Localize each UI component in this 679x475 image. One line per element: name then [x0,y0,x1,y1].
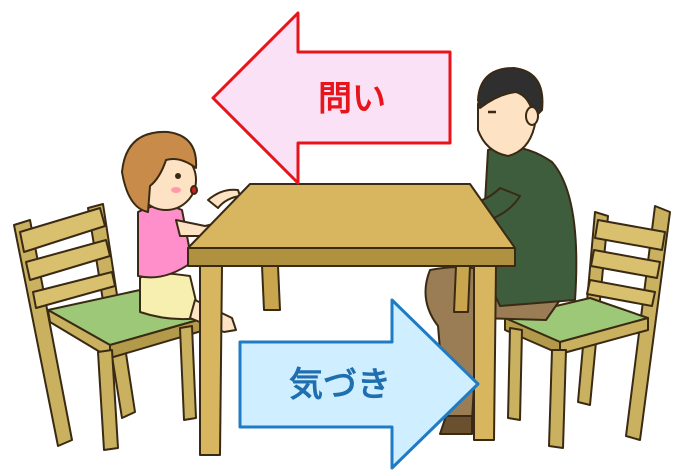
awareness-arrow-shape [238,298,480,470]
right-chair-slat-top [594,219,666,251]
left-chair [13,203,206,451]
right-chair-slat-low [586,279,656,307]
right-chair [504,205,671,449]
man-ear [525,106,539,126]
question-arrow: 問い [211,11,452,185]
left-chair-slat-mid [25,239,111,281]
girl-eye [175,173,181,179]
table-top-edge [187,247,516,267]
girl-hair [121,130,198,213]
left-chair-slat-low [32,271,116,309]
left-chair-slat-top [19,207,106,253]
left-chair-leg-front-left [97,349,119,451]
left-chair-leg-front-right [179,325,197,421]
awareness-arrow: 気づき [238,298,480,470]
right-chair-slat-mid [590,249,661,279]
girl-mouth [190,185,198,195]
question-arrow-shape [211,11,452,185]
girl-shirt [137,204,193,279]
table-leg-front-left [199,265,223,456]
awareness-arrow-label: 気づき [289,365,391,405]
question-arrow-label: 問い [318,79,386,119]
right-chair-leg-front-right [548,349,567,449]
table-leg-back-right [453,265,471,313]
girl [121,130,241,333]
right-chair-leg-front-left [507,327,523,421]
table-leg-front-right [473,265,497,441]
man-shoe [439,415,473,435]
girl-cheek [171,187,181,193]
table-leg-back-left [261,265,281,311]
